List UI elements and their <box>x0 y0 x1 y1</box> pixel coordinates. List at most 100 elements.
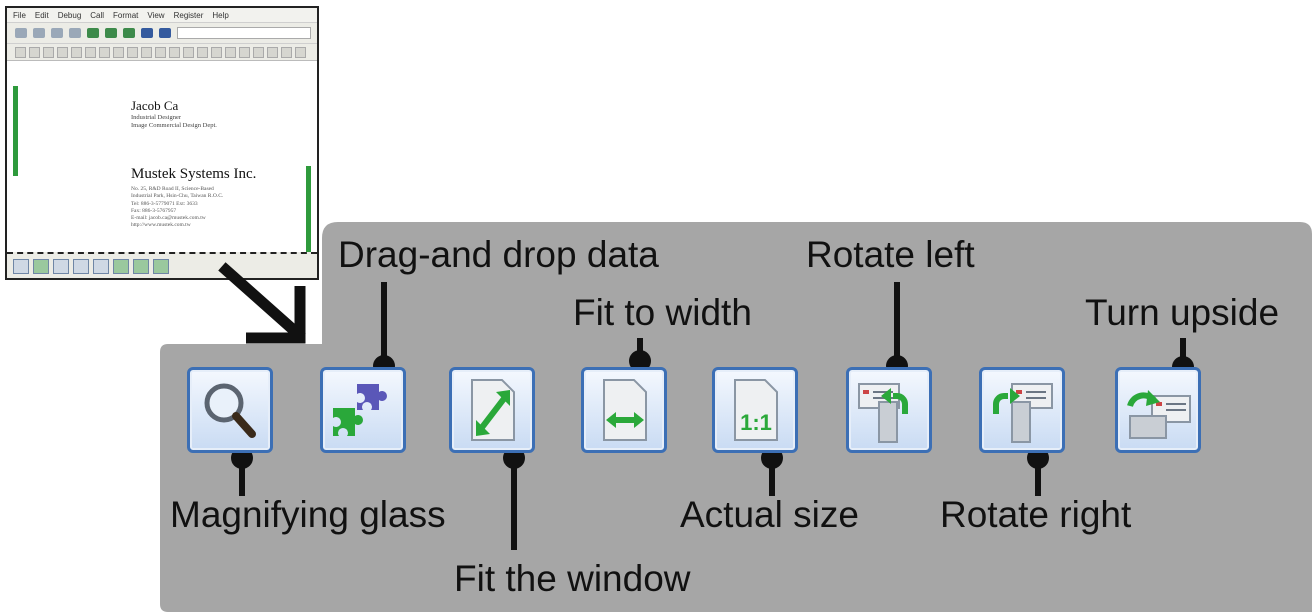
card-company: Mustek Systems Inc. <box>131 166 257 182</box>
fit-window-icon[interactable] <box>53 258 69 274</box>
label-actual-size: Actual size <box>680 494 859 535</box>
leader-line <box>511 460 517 550</box>
view-toolbar: 1:1 <box>181 367 1233 463</box>
view-icon[interactable] <box>15 46 26 58</box>
leader-line <box>769 460 775 496</box>
menu-item[interactable]: Register <box>173 10 204 20</box>
leader-line <box>1180 338 1186 360</box>
label-magnifying-glass: Magnifying glass <box>170 494 446 535</box>
search-icon[interactable] <box>159 28 171 38</box>
field-icon[interactable] <box>295 46 306 58</box>
label-turn-upside: Turn upside <box>1085 292 1280 333</box>
back-icon[interactable] <box>33 28 45 38</box>
magnifier-icon[interactable] <box>13 258 29 274</box>
rotate-left-button[interactable] <box>846 367 932 453</box>
label-fit-width: Fit to width <box>573 292 752 333</box>
card-detail-line: http://www.mustek.com.tw <box>131 222 191 229</box>
field-icon[interactable] <box>253 46 264 58</box>
magnifier-icon <box>204 383 256 438</box>
fit-width-icon[interactable] <box>73 258 89 274</box>
actual-size-button[interactable]: 1:1 <box>712 367 798 453</box>
field-icon[interactable] <box>197 46 208 58</box>
rotate-right-icon[interactable] <box>133 258 149 274</box>
drag-drop-icon[interactable] <box>33 258 49 274</box>
actual-size-icon: 1:1 <box>734 379 778 441</box>
field-icon[interactable] <box>85 46 96 58</box>
leader-line <box>381 282 387 362</box>
menu-item[interactable]: File <box>13 10 26 20</box>
card-edge-marker <box>306 166 311 256</box>
field-icon[interactable] <box>141 46 152 58</box>
fit-window-icon <box>471 379 515 441</box>
turn-upside-icon <box>1127 390 1191 439</box>
field-icon[interactable] <box>71 46 82 58</box>
field-icon[interactable] <box>183 46 194 58</box>
forward-icon[interactable] <box>69 28 81 38</box>
field-icon[interactable] <box>211 46 222 58</box>
card-title: Industrial Designer Image Commercial Des… <box>131 114 217 130</box>
card-detail-line: Industrial Park, Hsin-Chu, Taiwan R.O.C. <box>131 193 224 200</box>
card-detail-line: Fax: 886-3-5767957 <box>131 207 177 214</box>
actual-size-icon[interactable] <box>93 258 109 274</box>
send-icon[interactable] <box>141 28 153 38</box>
search-input[interactable] <box>177 27 311 39</box>
menu-item[interactable]: Debug <box>57 10 82 20</box>
actual-size-glyph: 1:1 <box>740 410 772 435</box>
forward-icon[interactable] <box>51 28 63 38</box>
leader-line <box>239 460 245 496</box>
card-details: No. 25, R&D Road II, Science-Based Indus… <box>131 186 223 230</box>
menu-item[interactable]: Format <box>113 10 139 20</box>
field-icon[interactable] <box>169 46 180 58</box>
label-drag-drop: Drag-and drop data <box>338 234 659 275</box>
fit-width-icon <box>603 379 647 441</box>
card-detail-line: No. 25, R&D Road II, Science-Based <box>131 186 214 192</box>
field-icon[interactable] <box>43 46 54 58</box>
field-icon[interactable] <box>239 46 250 58</box>
menu-item[interactable]: Help <box>212 10 229 20</box>
field-icon[interactable] <box>57 46 68 58</box>
fit-width-button[interactable] <box>581 367 667 453</box>
menu-item[interactable]: Call <box>90 10 105 20</box>
turn-upside-icon[interactable] <box>153 258 169 274</box>
export-icon[interactable] <box>123 28 135 38</box>
card-person-name: Jacob Ca <box>131 98 179 113</box>
card-image-view: Jacob Ca Industrial Designer Image Comme… <box>7 82 317 256</box>
rotate-right-icon <box>993 383 1053 443</box>
menu-item[interactable]: Edit <box>34 10 49 20</box>
rotate-left-icon <box>858 383 908 443</box>
card-edge-marker <box>13 86 18 176</box>
magnifying-glass-button[interactable] <box>187 367 273 453</box>
scan-icon[interactable] <box>87 28 99 38</box>
label-rotate-left: Rotate left <box>806 234 975 275</box>
toolbar <box>7 23 317 44</box>
drag-drop-icon <box>333 384 387 436</box>
field-toolbar <box>7 44 317 61</box>
leader-line <box>894 282 900 362</box>
view-toolbar-thumbnail <box>7 252 317 278</box>
view-icon[interactable] <box>29 46 40 58</box>
field-icon[interactable] <box>155 46 166 58</box>
field-icon[interactable] <box>99 46 110 58</box>
drag-drop-button[interactable] <box>320 367 406 453</box>
leader-dot <box>629 350 651 372</box>
leader-line <box>1035 460 1041 496</box>
fit-window-button[interactable] <box>449 367 535 453</box>
back-icon[interactable] <box>15 28 27 38</box>
field-icon[interactable] <box>127 46 138 58</box>
card-detail-line: E-mail: jacob.ca@mustek.com.tw <box>131 215 206 222</box>
export-icon[interactable] <box>105 28 117 38</box>
field-icon[interactable] <box>281 46 292 58</box>
field-icon[interactable] <box>113 46 124 58</box>
leader-line <box>637 338 643 360</box>
card-title-line: Industrial Designer <box>131 114 182 121</box>
menu-bar: File Edit Debug Call Format View Registe… <box>7 8 317 23</box>
label-fit-window: Fit the window <box>454 558 691 599</box>
card-detail-line: Tel: 886-3-5779071 Ext: 3633 <box>131 200 198 207</box>
field-icon[interactable] <box>225 46 236 58</box>
field-icon[interactable] <box>267 46 278 58</box>
rotate-right-button[interactable] <box>979 367 1065 453</box>
menu-item[interactable]: View <box>147 10 165 20</box>
rotate-left-icon[interactable] <box>113 258 129 274</box>
turn-upside-button[interactable] <box>1115 367 1201 453</box>
app-window-thumbnail: File Edit Debug Call Format View Registe… <box>5 6 319 280</box>
